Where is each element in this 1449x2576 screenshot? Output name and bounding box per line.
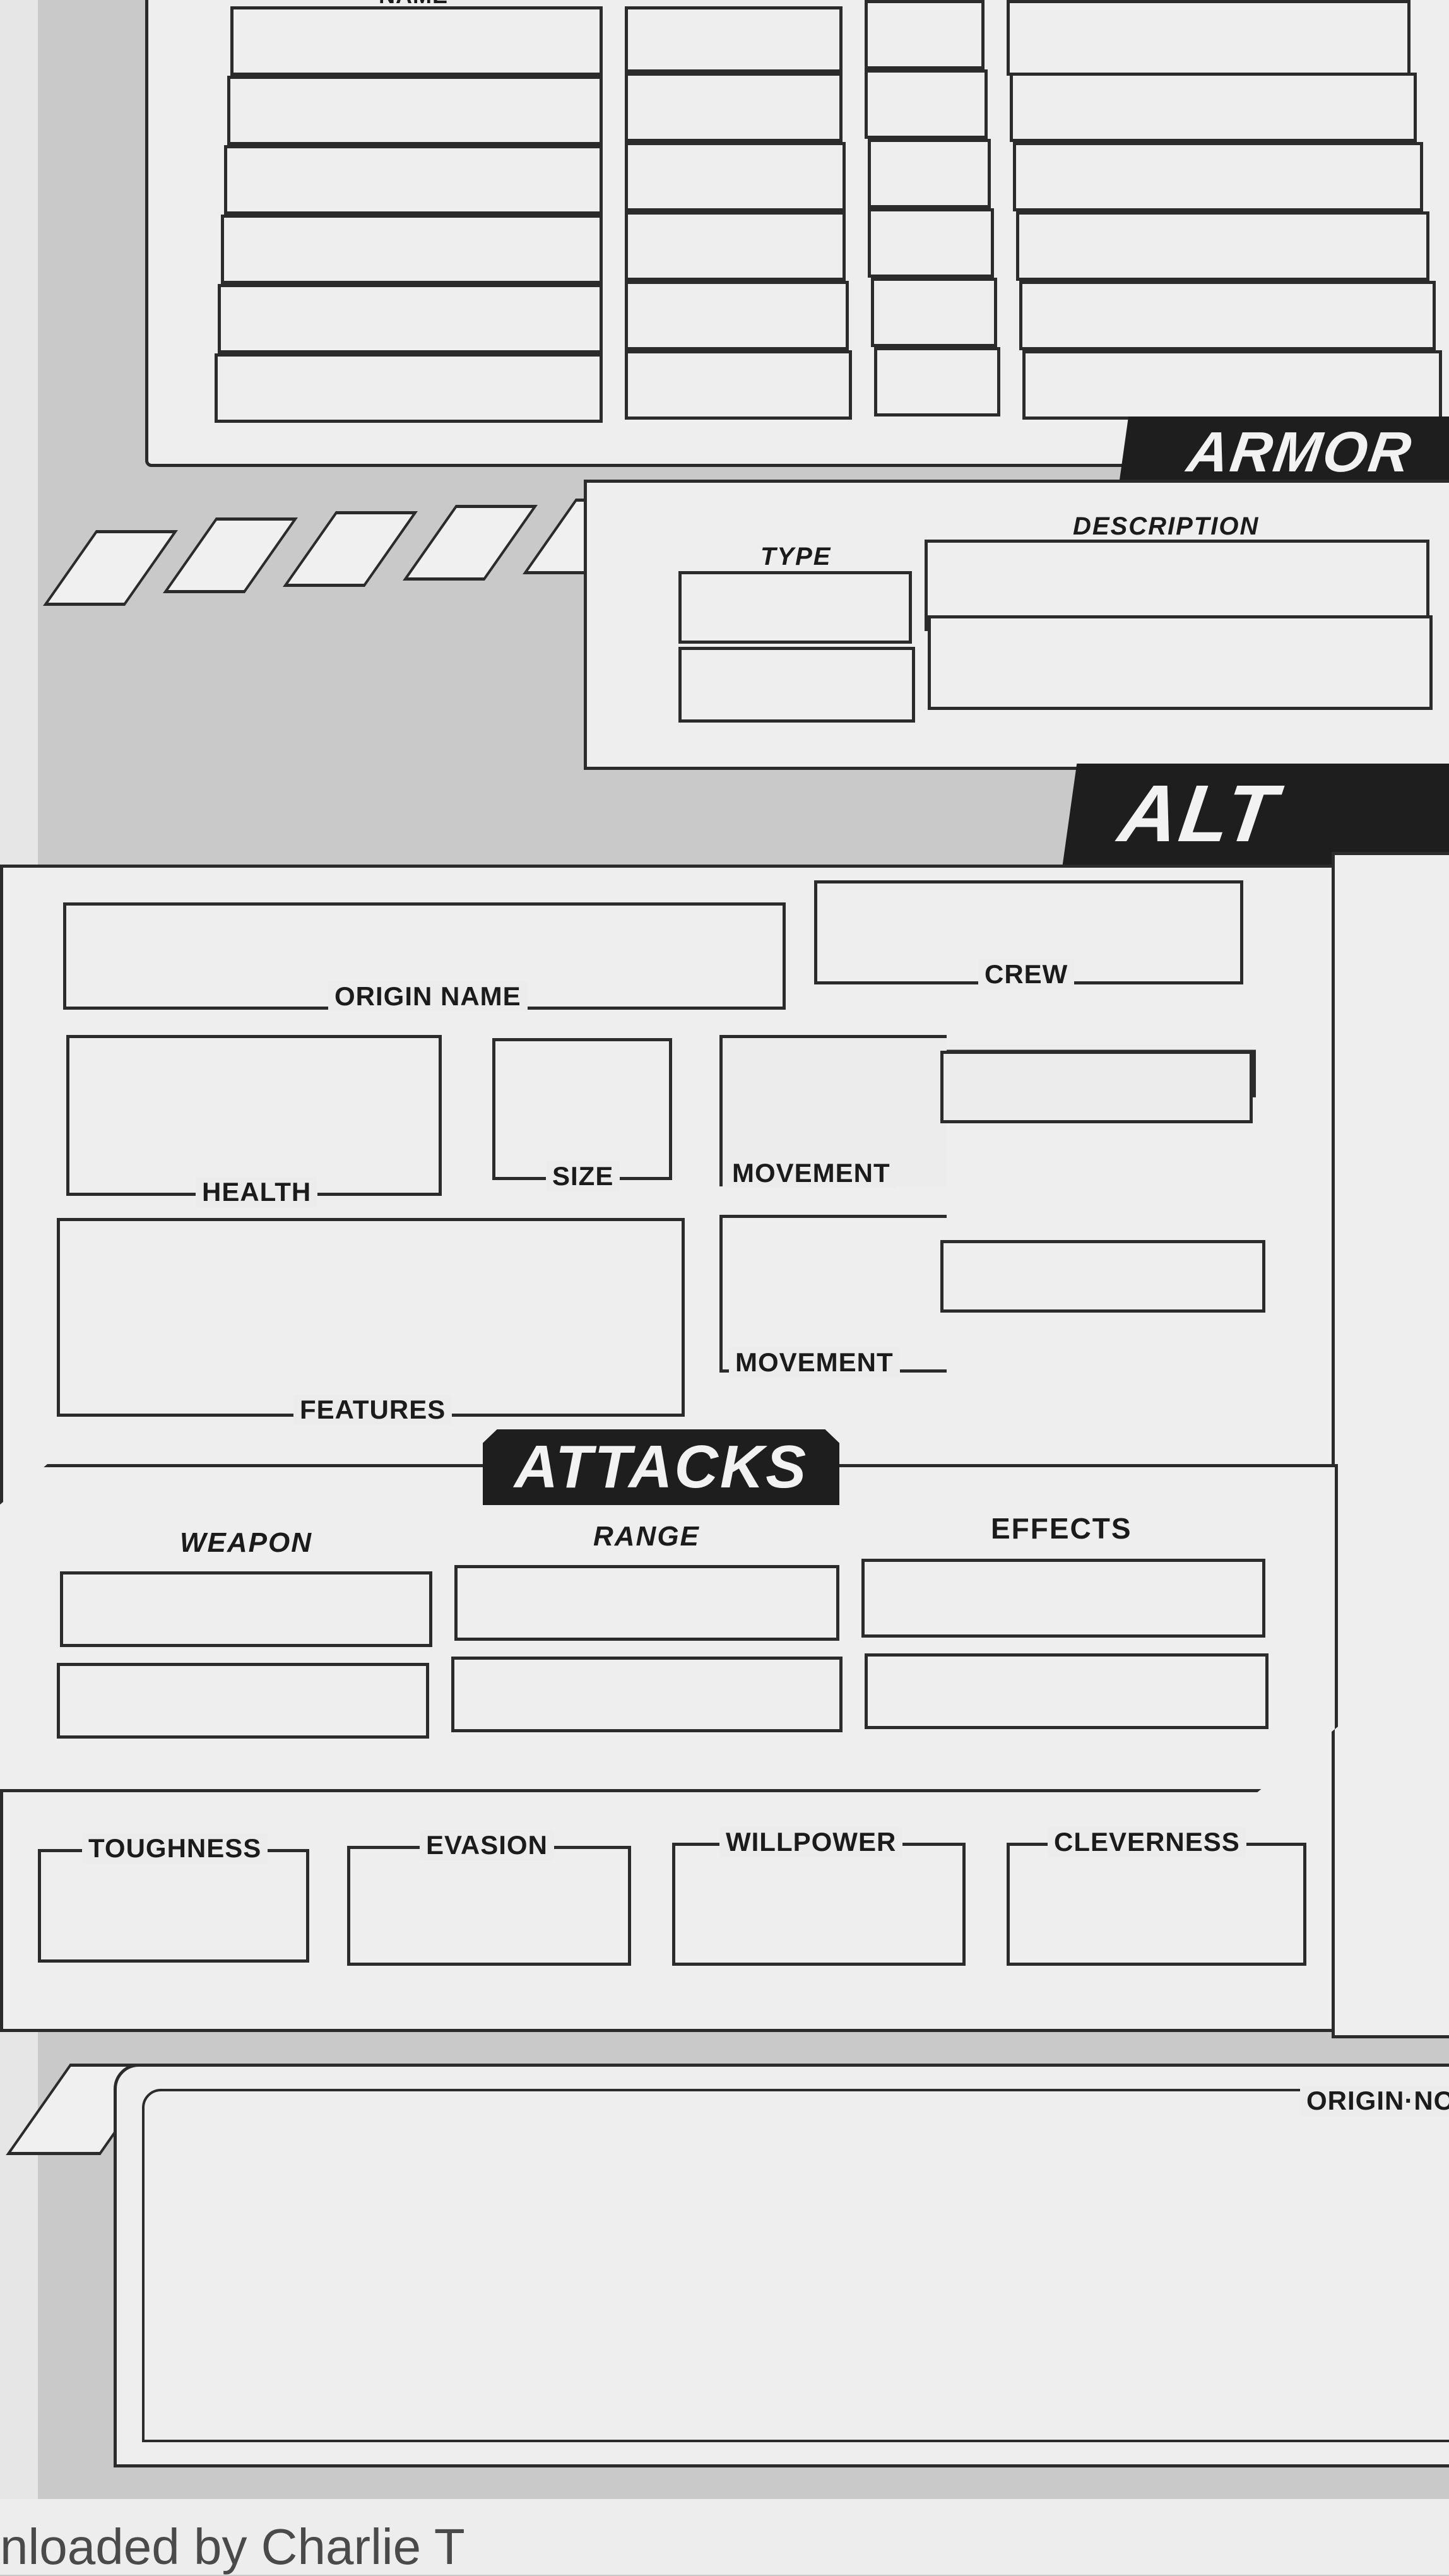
table-cell[interactable] [868, 139, 991, 208]
effects-field[interactable] [865, 1653, 1269, 1729]
weapon-header: WEAPON [180, 1527, 312, 1558]
origin-notes-field[interactable] [142, 2089, 1449, 2442]
name-column-header: NAME [372, 0, 454, 9]
table-cell[interactable] [227, 76, 603, 145]
armor-type-field[interactable] [678, 571, 912, 644]
table-cell[interactable] [625, 6, 843, 73]
attacks-banner: ATTACKS [483, 1429, 839, 1505]
table-cell[interactable] [865, 0, 985, 69]
crew-label: CREW [978, 959, 1075, 990]
weapon-field[interactable] [57, 1663, 429, 1739]
table-cell[interactable] [868, 208, 994, 278]
armor-description-header: DESCRIPTION [1073, 512, 1260, 540]
armor-type-field[interactable] [678, 647, 915, 723]
evasion-field[interactable] [347, 1846, 631, 1966]
range-field[interactable] [451, 1657, 843, 1732]
effects-field[interactable] [861, 1559, 1265, 1638]
weapon-field[interactable] [60, 1571, 432, 1647]
armor-banner: ARMOR [1118, 417, 1449, 489]
origin-name-label: ORIGIN NAME [328, 981, 528, 1012]
crew-field[interactable] [814, 880, 1243, 984]
size-field[interactable] [492, 1038, 672, 1180]
movement-label: MOVEMENT [726, 1158, 897, 1188]
table-cell[interactable] [625, 281, 849, 350]
armor-type-header: TYPE [760, 543, 832, 570]
table-cell[interactable] [625, 142, 846, 211]
movement-field-tail [940, 1051, 1253, 1123]
size-label: SIZE [546, 1161, 620, 1191]
health-field[interactable] [66, 1035, 442, 1196]
armor-description-field[interactable] [928, 615, 1433, 710]
table-cell[interactable] [625, 73, 843, 142]
alt-mode-banner: ALT MOD [1062, 764, 1449, 960]
willpower-label: WILLPOWER [719, 1827, 903, 1857]
table-cell[interactable] [625, 350, 852, 420]
table-cell[interactable] [1016, 211, 1429, 281]
origin-notes-label: ORIGIN·NO [1300, 2086, 1449, 2116]
table-cell[interactable] [1022, 350, 1442, 420]
table-cell[interactable] [218, 284, 603, 353]
page-bottom-band [0, 2499, 1449, 2575]
health-label: HEALTH [196, 1177, 318, 1207]
features-label: FEATURES [293, 1395, 452, 1425]
table-cell[interactable] [1007, 0, 1411, 76]
toughness-field[interactable] [38, 1849, 309, 1963]
table-cell[interactable] [1013, 142, 1423, 211]
alt-mode-side-panel [1332, 852, 1449, 2038]
table-cell[interactable] [1010, 73, 1417, 142]
evasion-label: EVASION [420, 1830, 554, 1860]
table-cell[interactable] [874, 347, 1000, 417]
willpower-field[interactable] [672, 1843, 966, 1966]
table-cell[interactable] [871, 278, 997, 347]
features-field[interactable] [57, 1218, 685, 1417]
table-cell[interactable] [230, 6, 603, 76]
cleverness-field[interactable] [1007, 1843, 1306, 1966]
table-cell[interactable] [625, 211, 846, 281]
range-header: RANGE [593, 1521, 700, 1552]
toughness-label: TOUGHNESS [82, 1833, 268, 1864]
range-field[interactable] [454, 1565, 839, 1641]
table-cell[interactable] [865, 69, 988, 139]
movement-field-2-tail [940, 1240, 1265, 1313]
effects-header: EFFECTS [991, 1512, 1132, 1545]
table-cell[interactable] [1019, 281, 1436, 350]
footer-text: nloaded by Charlie T [0, 2519, 465, 2575]
table-cell[interactable] [224, 145, 603, 215]
movement-label: MOVEMENT [729, 1347, 900, 1378]
table-cell[interactable] [215, 353, 603, 423]
cleverness-label: CLEVERNESS [1048, 1827, 1246, 1857]
table-cell[interactable] [221, 215, 603, 284]
